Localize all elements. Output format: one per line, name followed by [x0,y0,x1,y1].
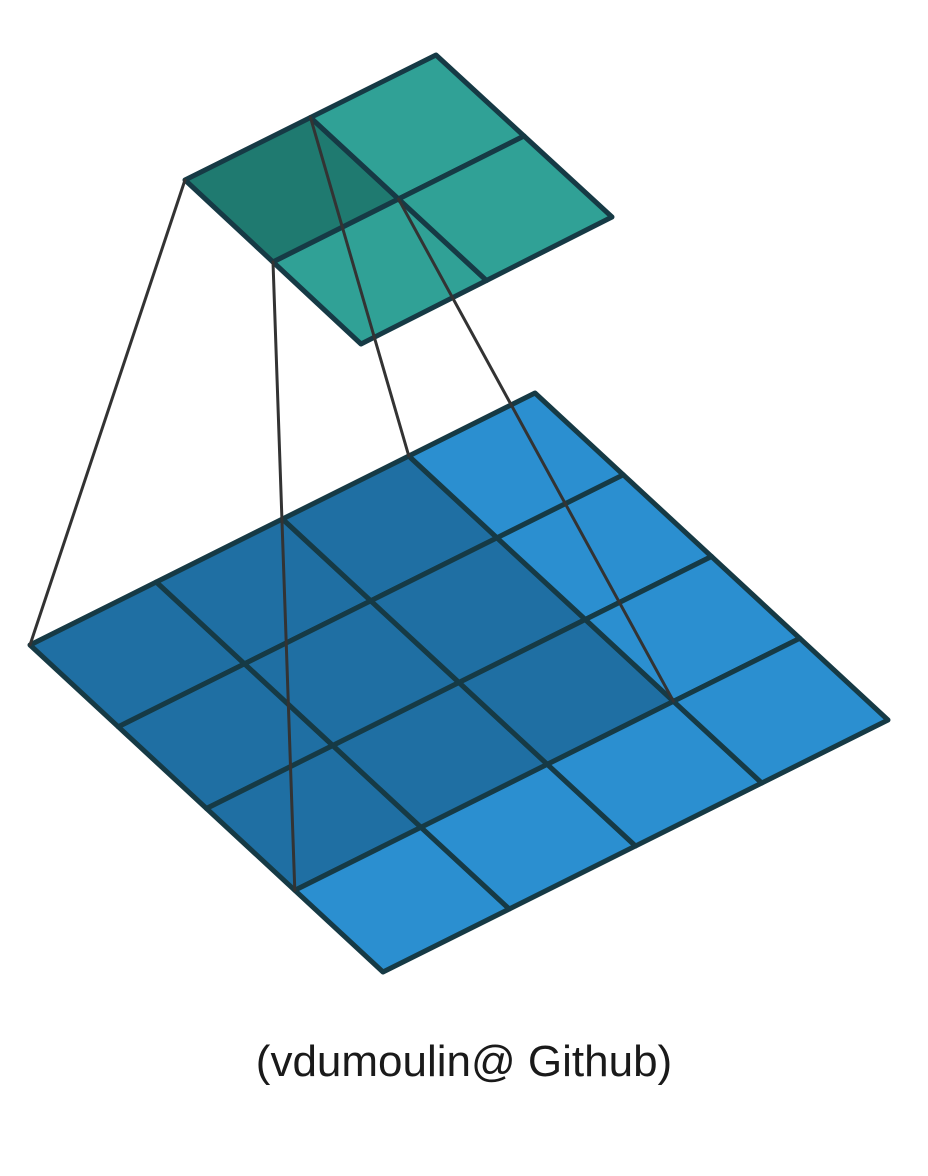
projection-line-left [28,178,187,647]
projection-line-right [397,197,675,703]
output-grid [182,52,615,347]
convolution-diagram [27,52,891,975]
caption: (vdumoulin@ Github) [255,1037,673,1086]
input-cell [671,635,891,786]
input-grid [27,390,891,975]
output-cell [396,133,615,283]
projection-line-front [271,260,297,892]
projection-lines [28,116,675,892]
projection-line-back [309,116,411,458]
